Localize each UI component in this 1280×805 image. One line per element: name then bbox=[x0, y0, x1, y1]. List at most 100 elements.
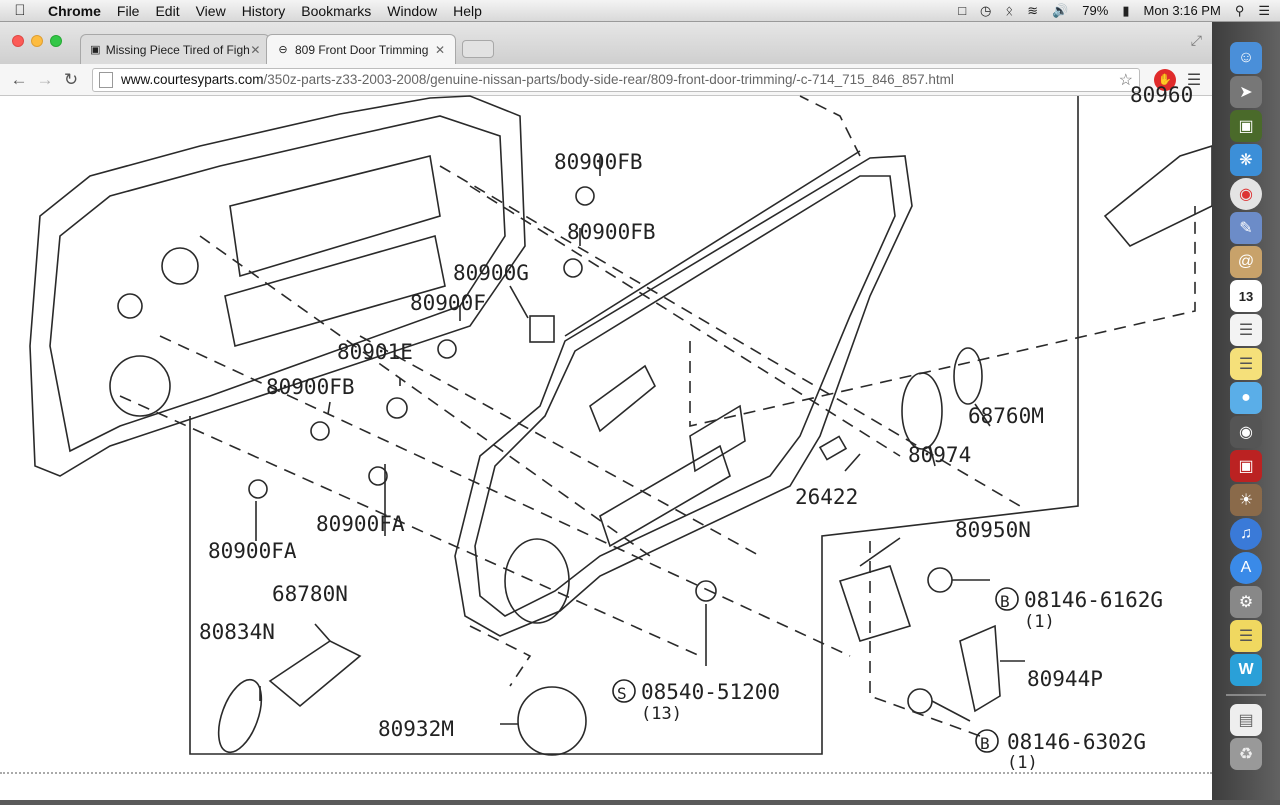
label-08540-51200[interactable]: 08540-51200 bbox=[641, 680, 780, 704]
bolt-08146-6302g bbox=[907, 688, 933, 714]
chrome-menu-icon[interactable]: ☰ bbox=[1186, 71, 1202, 89]
menu-app-name[interactable]: Chrome bbox=[48, 2, 101, 19]
stickies-2-icon[interactable]: ☰ bbox=[1230, 620, 1262, 652]
close-tab-icon[interactable]: ✕ bbox=[250, 42, 261, 57]
label-68760m[interactable]: 68760M bbox=[968, 404, 1044, 428]
battery-icon[interactable]: ▮ bbox=[1122, 2, 1130, 18]
label-80900fb-2[interactable]: 80900FB bbox=[567, 220, 656, 244]
calendar-icon[interactable]: 13 bbox=[1230, 280, 1262, 312]
label-80901e[interactable]: 80901E bbox=[337, 340, 413, 364]
launchpad-icon[interactable]: ➤ bbox=[1230, 76, 1262, 108]
armrest-pocket bbox=[599, 444, 731, 548]
speaker-hole bbox=[109, 355, 171, 417]
zoom-window-button[interactable] bbox=[50, 35, 62, 47]
part-68780n-shape bbox=[268, 640, 362, 708]
tab-strip: ▣ Missing Piece Tired of Figh ✕ ⊖ 809 Fr… bbox=[0, 22, 1212, 64]
word-icon[interactable]: W bbox=[1230, 654, 1262, 686]
document-icon[interactable]: ▤ bbox=[1230, 704, 1262, 736]
label-80900fa-2[interactable]: 80900FA bbox=[208, 539, 297, 563]
clock[interactable]: Mon 3:16 PM bbox=[1143, 3, 1221, 18]
label-80900fb-1[interactable]: 80900FB bbox=[554, 150, 643, 174]
messages-icon[interactable]: ● bbox=[1230, 382, 1262, 414]
label-80932m[interactable]: 80932M bbox=[378, 717, 454, 741]
clip-80900g bbox=[529, 315, 555, 343]
label-68780n[interactable]: 68780N bbox=[272, 582, 348, 606]
label-80900g[interactable]: 80900G bbox=[453, 261, 529, 285]
label-80900fb-3[interactable]: 80900FB bbox=[266, 375, 355, 399]
new-tab-button[interactable] bbox=[462, 40, 494, 58]
volume-icon[interactable]: 🔊 bbox=[1052, 2, 1069, 18]
display-icon[interactable]: □ bbox=[958, 3, 967, 18]
apple-menu-icon[interactable]:  bbox=[0, 2, 40, 19]
battery-percent[interactable]: 79% bbox=[1082, 3, 1109, 18]
bookmark-star-icon[interactable]: ☆ bbox=[1118, 71, 1133, 89]
finder-icon[interactable]: ☺ bbox=[1230, 42, 1262, 74]
preview-icon[interactable]: ✎ bbox=[1230, 212, 1262, 244]
trash-icon[interactable]: ♻ bbox=[1230, 738, 1262, 770]
notification-center-icon[interactable]: ☰ bbox=[1258, 2, 1270, 18]
iphoto-icon[interactable]: ☀ bbox=[1230, 484, 1262, 516]
itunes-icon[interactable]: ♫ bbox=[1230, 518, 1262, 550]
door-trim-panel-inner bbox=[474, 175, 896, 617]
system-preferences-icon[interactable]: ⚙ bbox=[1230, 586, 1262, 618]
photo-booth-icon[interactable]: ▣ bbox=[1230, 450, 1262, 482]
menu-window[interactable]: Window bbox=[387, 2, 438, 19]
time-machine-icon[interactable]: ◷ bbox=[980, 2, 992, 18]
label-80834n[interactable]: 80834N bbox=[199, 620, 275, 644]
label-80974[interactable]: 80974 bbox=[908, 443, 971, 467]
dashboard-icon[interactable]: ▣ bbox=[1230, 110, 1262, 142]
bluetooth-icon[interactable]: ᛟ bbox=[1005, 3, 1014, 18]
door-hole bbox=[161, 247, 199, 285]
app-store-icon[interactable]: A bbox=[1230, 552, 1262, 584]
label-80950n[interactable]: 80950N bbox=[955, 518, 1031, 542]
label-80960[interactable]: 80960 bbox=[1130, 83, 1193, 107]
facetime-icon[interactable]: ◉ bbox=[1230, 416, 1262, 448]
notes-icon[interactable]: ☰ bbox=[1230, 314, 1262, 346]
safari-icon[interactable]: ❋ bbox=[1230, 144, 1262, 176]
reload-button[interactable]: ↻ bbox=[63, 69, 79, 89]
minimize-window-button[interactable] bbox=[31, 35, 43, 47]
url-host: www.courtesyparts.com bbox=[121, 72, 264, 87]
close-tab-icon[interactable]: ✕ bbox=[434, 42, 446, 57]
door-hole-small bbox=[117, 293, 143, 319]
forward-button[interactable]: → bbox=[36, 69, 54, 89]
menu-history[interactable]: History bbox=[241, 2, 286, 19]
label-80900fa-1[interactable]: 80900FA bbox=[316, 512, 405, 536]
label-80900f[interactable]: 80900F bbox=[410, 291, 486, 315]
menu-help[interactable]: Help bbox=[453, 2, 482, 19]
tab-label: Missing Piece Tired of Figh bbox=[105, 42, 250, 57]
chrome-icon[interactable]: ◉ bbox=[1230, 178, 1262, 210]
label-80944p[interactable]: 80944P bbox=[1027, 667, 1103, 691]
circle-b-letter-1: B bbox=[1000, 592, 1010, 611]
url-text[interactable]: www.courtesyparts.com/350z-parts-z33-200… bbox=[121, 72, 1119, 87]
fullscreen-icon[interactable]: ⤢ bbox=[1190, 32, 1202, 48]
adblock-extension-icon[interactable]: ✋ bbox=[1154, 68, 1176, 91]
contacts-icon[interactable]: @ bbox=[1230, 246, 1262, 278]
clip-80900fa-right bbox=[368, 466, 388, 486]
part-80932m-shape bbox=[517, 686, 587, 756]
close-window-button[interactable] bbox=[12, 35, 24, 47]
label-08146-6162g[interactable]: 08146-6162G bbox=[1024, 588, 1163, 612]
label-08146-6302g[interactable]: 08146-6302G bbox=[1007, 730, 1146, 754]
menu-view[interactable]: View bbox=[195, 2, 226, 19]
stickies-icon[interactable]: ☰ bbox=[1230, 348, 1262, 380]
switch-bezel bbox=[689, 404, 746, 473]
tab-missing-piece[interactable]: ▣ Missing Piece Tired of Figh ✕ bbox=[80, 34, 270, 64]
circle-b-marker-2 bbox=[975, 729, 999, 753]
tab-front-door-trimming[interactable]: ⊖ 809 Front Door Trimming ✕ bbox=[266, 34, 456, 64]
door-inner-panel-edge bbox=[49, 115, 506, 453]
menu-bookmarks[interactable]: Bookmarks bbox=[301, 2, 372, 19]
label-26422[interactable]: 26422 bbox=[795, 485, 858, 509]
menu-edit[interactable]: Edit bbox=[155, 2, 180, 19]
door-trim-panel bbox=[454, 155, 913, 637]
menu-file[interactable]: File bbox=[116, 2, 140, 19]
part-80834n-shape bbox=[217, 678, 263, 754]
address-bar[interactable]: www.courtesyparts.com/350z-parts-z33-200… bbox=[92, 67, 1140, 92]
wifi-icon[interactable]: ≋ bbox=[1027, 2, 1039, 18]
back-button[interactable]: ← bbox=[10, 69, 28, 89]
circle-b-letter-2: B bbox=[980, 734, 990, 753]
parts-diagram: 80960 80900FB 80900FB 80900G 80900F 8090… bbox=[29, 83, 1213, 773]
part-80974-shape bbox=[901, 372, 943, 450]
spotlight-icon[interactable]: ⚲ bbox=[1234, 2, 1245, 18]
part-26422-shape bbox=[818, 435, 848, 461]
